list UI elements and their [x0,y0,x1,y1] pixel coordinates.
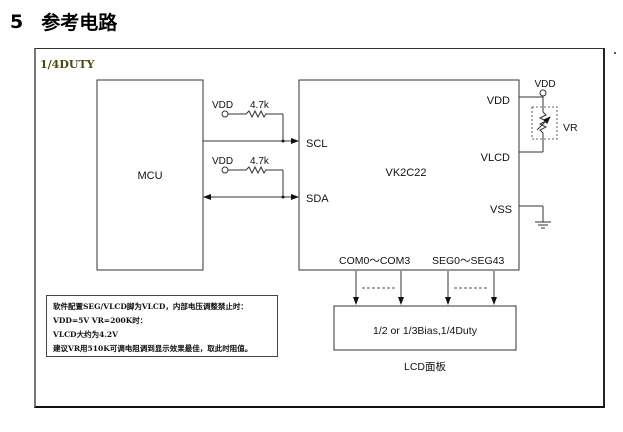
vdd-terminal-icon [539,89,547,97]
scl-pullup: VDD 4.7k [212,100,283,119]
margin-dot [614,52,616,54]
configuration-note: 软件配置SEG/VLCD脚为VLCD，内部电压调整禁止时： VDD=5V VR=… [46,295,278,357]
mcu-label: MCU [137,170,162,182]
note-line: 软件配置SEG/VLCD脚为VLCD，内部电压调整禁止时： [53,302,248,311]
resistor-icon [228,109,283,119]
pin-seg-label: SEG0～SEG43 [432,255,505,267]
duty-mode-label: 1/4DUTY [40,58,95,71]
supply-vdd-label: VDD [534,79,555,90]
pin-sda-label: SDA [306,193,329,205]
vdd-terminal-icon [221,166,229,174]
pin-vdd-label: VDD [487,95,510,107]
resistor-icon [228,165,283,175]
ground-symbol [519,205,551,229]
vr-dashed-outline [531,106,558,140]
pin-scl-label: SCL [306,138,327,150]
lcd-panel-text: 1/2 or 1/3Bias,1/4Duty [373,325,478,337]
vr-label: VR [563,122,578,134]
lcd-panel: 1/2 or 1/3Bias,1/4Duty LCD面板 [333,305,517,373]
vdd-terminal-icon [221,110,229,118]
vr-adjust-arrow-icon [536,116,551,131]
note-line: VDD=5V VR=200K时： [53,316,148,325]
sda-pullup: VDD 4.7k [212,156,283,175]
pin-vlcd-label: VLCD [481,152,510,164]
pin-vss-label: VSS [490,204,512,216]
scl-pullup-resistor-label: 4.7k [250,100,270,111]
sda-pullup-vdd-label: VDD [212,156,233,167]
diagram-frame [34,48,605,408]
scl-net [203,114,299,144]
lcd-panel-caption: LCD面板 [404,360,447,373]
com-seg-bus [353,271,497,305]
sda-net [203,170,299,200]
note-line: 建议VR用510K可调电阻调到显示效果最佳，取此时阻值。 [53,344,253,353]
section-number: 5 [10,10,24,33]
scl-pullup-vdd-label: VDD [212,100,233,111]
variable-resistor-icon [538,111,548,152]
driver-ic-label: VK2C22 [386,167,427,179]
sda-pullup-resistor-label: 4.7k [250,156,270,167]
mcu-block: MCU [96,79,204,271]
pin-com-label: COM0～COM3 [339,255,410,267]
section-title: 参考电路 [41,12,118,34]
note-line: VLCD大约为4.2V [53,330,118,339]
vlcd-network: VDD VR [519,79,578,153]
driver-ic-block: VK2C22 SCL SDA VDD VLCD VSS COM0～COM3 SE… [298,79,520,271]
section-heading: 5 参考电路 [10,8,117,35]
